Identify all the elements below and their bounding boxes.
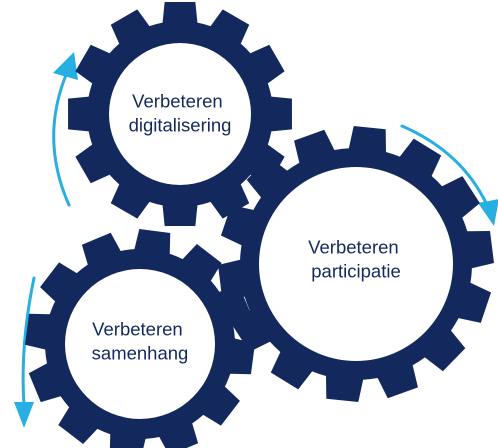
gear-samenhang: Verbeteren samenhang [25,229,255,448]
arrow-top-left-line [52,73,71,207]
gear-samenhang-line-1: Verbeteren [92,318,183,339]
arrow-top-left-head [53,52,78,80]
gear-samenhang-face [65,269,215,419]
arrow-bottom-left [14,276,36,428]
gear-samenhang-label: Verbeteren samenhang [92,318,189,363]
gear-participatie: Verbeteren participatie [218,126,494,402]
gear-participatie-line-2: participatie [311,260,400,281]
gear-digitalisering-face [109,43,251,185]
arrow-right [400,124,498,226]
gear-participatie-face [259,167,453,361]
arrow-right-line [400,124,489,207]
gear-participatie-label: Verbeteren participatie [308,236,404,281]
arrow-bottom-left-head [14,402,34,428]
gear-digitalisering-line-1: Verbeteren [132,90,223,111]
arrow-right-head [478,199,498,226]
gear-digitalisering-label: Verbeteren digitalisering [129,90,232,135]
gear-digitalisering-line-2: digitalisering [129,114,232,135]
arrow-top-left [52,52,78,207]
arrow-bottom-left-line [21,276,36,407]
gear-samenhang-line-2: samenhang [92,342,189,363]
gear-digitalisering: Verbeteren digitalisering [68,2,292,226]
gear-participatie-line-1: Verbeteren [308,236,399,257]
